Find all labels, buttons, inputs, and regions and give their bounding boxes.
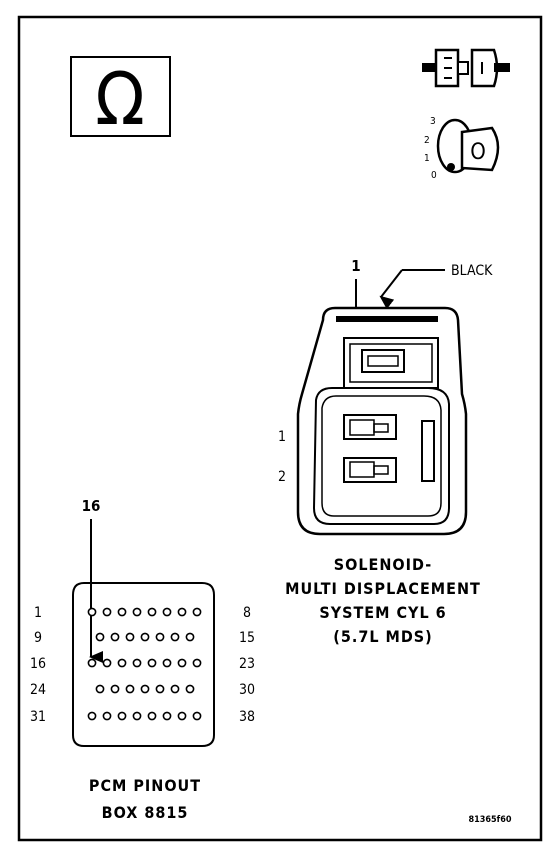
pcm-row-start-label: 1 (34, 605, 42, 621)
pcm-pin-hole (177, 607, 187, 617)
pcm-row-start-label: 24 (30, 682, 46, 698)
pcm-pin-hole (140, 684, 150, 694)
pcm-pin-hole (162, 607, 172, 617)
pcm-row-end-label: 15 (239, 630, 255, 646)
pcm-row-end-label: 23 (239, 656, 255, 672)
pcm-pin-hole (170, 684, 180, 694)
pcm-pin-hole (155, 632, 165, 642)
pcm-pin-hole (185, 632, 195, 642)
pcm-pin-hole (95, 632, 105, 642)
diagram-frame (17, 15, 543, 842)
pcm-title-line-2: BOX 8815 (102, 803, 189, 822)
solenoid-pin-2-label: 2 (278, 469, 286, 485)
pcm-row-start-label: 9 (34, 630, 42, 646)
pcm-pin-hole (162, 711, 172, 721)
solenoid-title-line-2: MULTI DISPLACEMENT (285, 579, 481, 598)
connector-disconnect-icon (422, 48, 510, 88)
solenoid-color-label: BLACK (451, 263, 493, 279)
solenoid-title-line-3: SYSTEM CYL 6 (319, 603, 446, 622)
solenoid-title: SOLENOID- MULTI DISPLACEMENT SYSTEM CYL … (285, 555, 481, 646)
pcm-pin-hole (147, 658, 157, 668)
pcm-pin-hole (87, 658, 97, 668)
pcm-pin-hole (117, 711, 127, 721)
solenoid-pointer-label: 1 (351, 257, 360, 275)
pcm-row-end-label: 38 (239, 709, 255, 725)
ignition-position-2: 2 (424, 135, 430, 146)
pcm-pin-hole (140, 632, 150, 642)
pcm-pin-hole (185, 684, 195, 694)
pcm-row-end-label: 8 (243, 605, 251, 621)
pcm-pin-hole (102, 658, 112, 668)
pcm-pin-hole (192, 607, 202, 617)
pcm-pin-hole (87, 607, 97, 617)
pcm-pin-hole (132, 711, 142, 721)
pcm-pin-grid: 1 8 9 15 16 23 24 30 31 38 (30, 605, 255, 725)
pcm-pin-hole (192, 658, 202, 668)
solenoid-pin-1-label: 1 (278, 429, 286, 445)
pcm-pin-hole (125, 684, 135, 694)
pcm-pin-hole (177, 711, 187, 721)
figure-id: 81365f60 (469, 815, 512, 825)
ignition-key-icon: 3 2 1 0 O (424, 116, 500, 181)
ohmmeter-icon: Ω (70, 56, 171, 141)
pcm-pin-hole (87, 711, 97, 721)
pcm-pointer-label: 16 (82, 497, 101, 515)
pcm-pin-hole (132, 607, 142, 617)
pcm-title: PCM PINOUT BOX 8815 (89, 776, 201, 822)
pcm-pin-hole (192, 711, 202, 721)
pcm-connector: 16 1 8 9 15 16 23 24 30 31 38 PCM PINOUT BOX 8815 (30, 497, 255, 822)
pcm-row-start-label: 16 (30, 656, 46, 672)
pcm-title-line-1: PCM PINOUT (89, 776, 201, 795)
pcm-pin-hole (170, 632, 180, 642)
pcm-pin-hole (147, 711, 157, 721)
pcm-pin-hole (102, 607, 112, 617)
pcm-pin-hole (162, 658, 172, 668)
ignition-position-1: 1 (424, 153, 430, 164)
pcm-pin-hole (147, 607, 157, 617)
pcm-pin-hole (132, 658, 142, 668)
ignition-position-3: 3 (430, 116, 436, 127)
ohm-symbol: Ω (95, 57, 145, 141)
pcm-row-start-label: 31 (30, 709, 46, 725)
pcm-pin-hole (102, 711, 112, 721)
solenoid-title-line-4: (5.7L MDS) (333, 627, 432, 646)
color-pointer (379, 269, 403, 310)
pcm-pin-hole (125, 632, 135, 642)
ignition-position-0: 0 (431, 170, 437, 181)
key-letter: O (470, 140, 486, 165)
pcm-pin-hole (117, 658, 127, 668)
pcm-pin-hole (177, 658, 187, 668)
pcm-row-end-label: 30 (239, 682, 255, 698)
pcm-pin-hole (110, 632, 120, 642)
pcm-pin-hole (95, 684, 105, 694)
solenoid-connector: 1 BLACK 1 2 SOLENOID- MULTI DISPLACEMENT… (278, 257, 493, 646)
pcm-pin-hole (110, 684, 120, 694)
pcm-pin-hole (117, 607, 127, 617)
solenoid-title-line-1: SOLENOID- (334, 555, 432, 574)
pcm-pin-hole (155, 684, 165, 694)
